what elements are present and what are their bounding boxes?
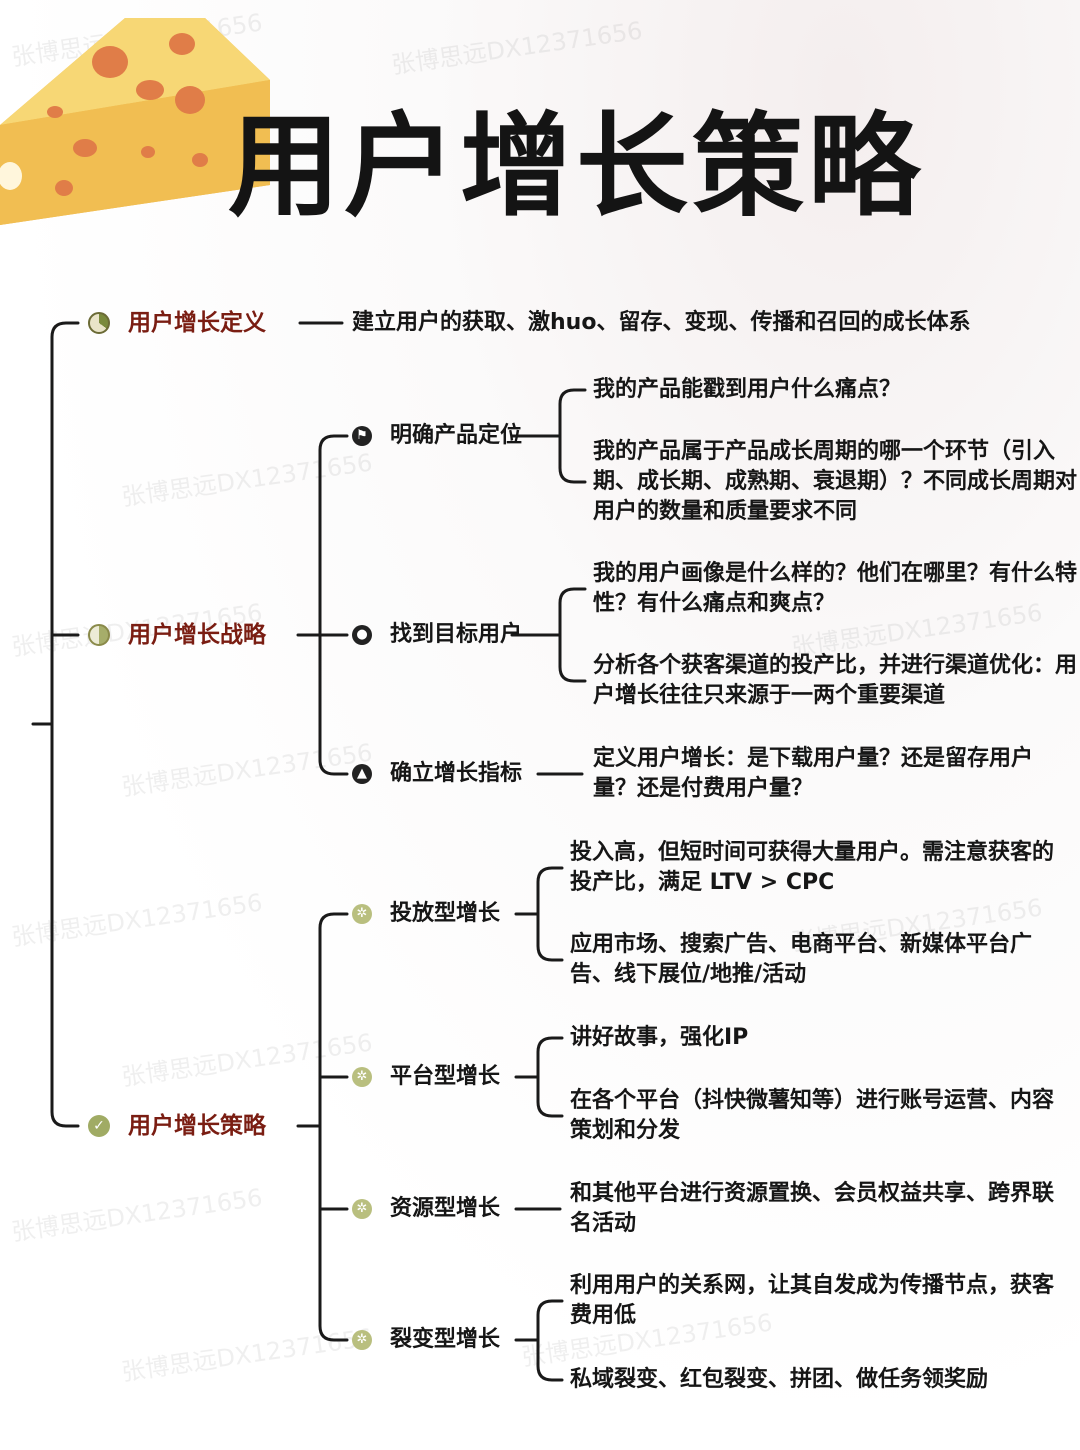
node-resource-label[interactable]: 资源型增长 (390, 1196, 501, 1221)
branch-tactics-label[interactable]: 用户增长策略 (128, 1113, 266, 1139)
definition-text: 建立用户的获取、激huo、留存、变现、传播和召回的成长体系 (352, 310, 971, 335)
pie-chart-icon (88, 312, 110, 334)
ads-item-2: 应用市场、搜索广告、电商平台、新媒体平台广告、线下展位/地推/活动 (570, 932, 1033, 987)
positioning-item-2: 我的产品属于产品成长周期的哪一个环节（引入期、成长期、成熟期、衰退期）？不同成长… (593, 439, 1078, 524)
flag-icon: ⚑ (352, 426, 372, 446)
sprout-icon: ✲ (352, 904, 372, 924)
positioning-item-1: 我的产品能戳到用户什么痛点？ (593, 377, 902, 402)
sprout-icon: ✲ (352, 1199, 372, 1219)
node-ads-label[interactable]: 投放型增长 (390, 901, 501, 926)
branch-strategy-label[interactable]: 用户增长战略 (128, 622, 266, 648)
sprout-icon: ✲ (352, 1330, 372, 1350)
fission-item-2: 私域裂变、红包裂变、拼团、做任务领奖励 (570, 1367, 989, 1392)
sprout-icon: ✲ (352, 1067, 372, 1087)
arrow-up-icon: ▲ (352, 764, 372, 784)
node-metric-label[interactable]: 确立增长指标 (390, 761, 523, 786)
ads-item-1: 投入高，但短时间可获得大量用户。需注意获客的投产比，满足 LTV > CPC (570, 840, 1055, 895)
node-target-label[interactable]: 找到目标用户 (390, 622, 523, 647)
page-title: 用户增长策略 (228, 102, 924, 232)
user-icon: ● (352, 625, 372, 645)
target-item-2: 分析各个获客渠道的投产比，并进行渠道优化：用户增长往往只来源于一两个重要渠道 (593, 653, 1078, 708)
branch-definition-label[interactable]: 用户增长定义 (128, 310, 266, 336)
platform-item-1: 讲好故事，强化IP (570, 1025, 749, 1050)
target-item-1: 我的用户画像是什么样的？他们在哪里？有什么特性？有什么痛点和爽点？ (593, 561, 1078, 616)
resource-text: 和其他平台进行资源置换、会员权益共享、跨界联名活动 (570, 1181, 1055, 1236)
pie-half-icon (88, 624, 110, 646)
node-positioning-label[interactable]: 明确产品定位 (390, 423, 523, 448)
node-platform-label[interactable]: 平台型增长 (390, 1064, 501, 1089)
cheese-icon (0, 18, 270, 225)
node-fission-label[interactable]: 裂变型增长 (390, 1327, 501, 1352)
metric-text: 定义用户增长：是下载用户量？还是留存用户量？还是付费用户量？ (593, 746, 1034, 801)
check-circle-icon: ✓ (88, 1115, 110, 1137)
fission-item-1: 利用用户的关系网，让其自发成为传播节点，获客费用低 (570, 1273, 1055, 1328)
platform-item-2: 在各个平台（抖快微薯知等）进行账号运营、内容策划和分发 (570, 1088, 1055, 1143)
